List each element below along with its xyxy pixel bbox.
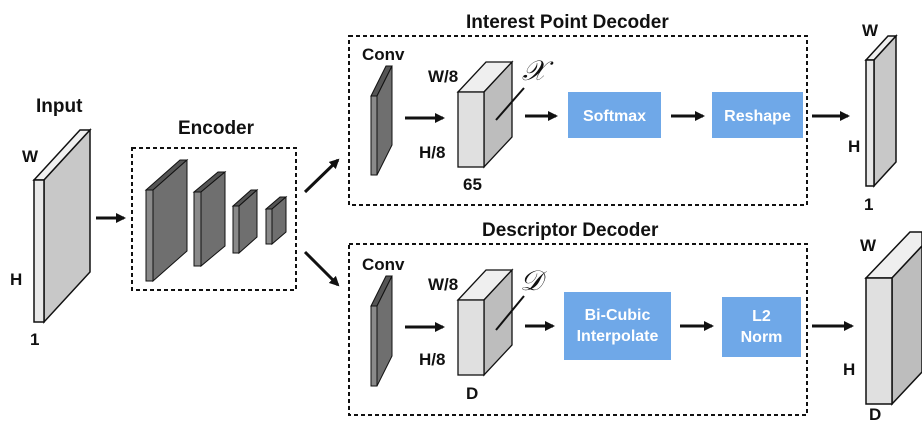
descriptor-symbol: 𝒟	[520, 264, 547, 297]
encoder-title: Encoder	[178, 118, 255, 139]
descriptor-decoder: Descriptor Decoder Conv W/8 H/8 D 𝒟 Bi-C…	[348, 220, 808, 416]
bicubic-interpolate-box	[564, 292, 671, 360]
descriptor-tensor-depth: D	[466, 384, 478, 403]
encoder-layer-2	[192, 170, 227, 268]
input-width-label: W	[22, 147, 39, 166]
input-image-plane	[32, 128, 92, 324]
heatmap-width-label: W	[862, 21, 879, 40]
l2-norm-box	[722, 297, 801, 357]
interest-output-tensor	[456, 60, 514, 169]
l2-norm-label-line2: Norm	[741, 329, 783, 346]
descriptor-out-width-label: W	[860, 236, 877, 255]
encoder-layer-4	[264, 195, 288, 246]
descriptor-tensor-width: W/8	[428, 275, 458, 294]
encoder-layer-3	[231, 188, 259, 255]
interest-symbol-pointer	[495, 87, 525, 121]
heatmap-depth-label: 1	[864, 195, 873, 214]
softmax-box	[568, 92, 661, 138]
descriptor-decoder-title: Descriptor Decoder	[482, 220, 659, 241]
descriptor-dashed-box	[348, 243, 808, 416]
interest-dashed-box	[348, 35, 808, 206]
interest-point-decoder: Interest Point Decoder Conv W/8 H/8 65 𝒳…	[348, 12, 808, 206]
reshape-label: Reshape	[724, 108, 791, 125]
softmax-label: Softmax	[583, 108, 646, 125]
descriptor-output-tensor	[456, 268, 514, 377]
descriptor-symbol-pointer	[495, 295, 525, 331]
descriptor-tensor-height: H/8	[419, 350, 445, 369]
input-height-label: H	[10, 270, 22, 289]
interest-conv-label: Conv	[362, 45, 405, 64]
interest-conv-layer	[370, 65, 393, 176]
interest-output-map: W H 1	[848, 21, 898, 214]
encoder-dashed-box	[131, 147, 297, 291]
interest-symbol: 𝒳	[522, 54, 554, 87]
reshape-box	[712, 92, 803, 138]
descriptor-conv-label: Conv	[362, 255, 405, 274]
encoder-block: Encoder	[131, 118, 297, 291]
bicubic-label-line1: Bi-Cubic	[585, 307, 651, 324]
descriptor-out-height-label: H	[843, 360, 855, 379]
interest-tensor-height: H/8	[419, 143, 445, 162]
bicubic-label-line2: Interpolate	[577, 328, 659, 345]
descriptor-conv-layer	[370, 275, 393, 387]
encoder-to-descriptor-arrow	[303, 250, 340, 287]
heatmap-height-label: H	[848, 137, 860, 156]
interest-decoder-title: Interest Point Decoder	[466, 12, 669, 33]
input-block: Input W H 1	[10, 96, 92, 349]
input-title: Input	[36, 96, 83, 117]
interest-tensor-depth: 65	[463, 175, 482, 194]
descriptor-output-volume: W H D	[843, 231, 922, 423]
interest-tensor-width: W/8	[428, 67, 458, 86]
input-depth-label: 1	[30, 330, 39, 349]
encoder-layer-1	[144, 158, 189, 283]
l2-norm-label-line1: L2	[752, 308, 771, 325]
descriptor-out-depth-label: D	[869, 405, 881, 423]
encoder-to-interest-arrow	[303, 158, 340, 194]
